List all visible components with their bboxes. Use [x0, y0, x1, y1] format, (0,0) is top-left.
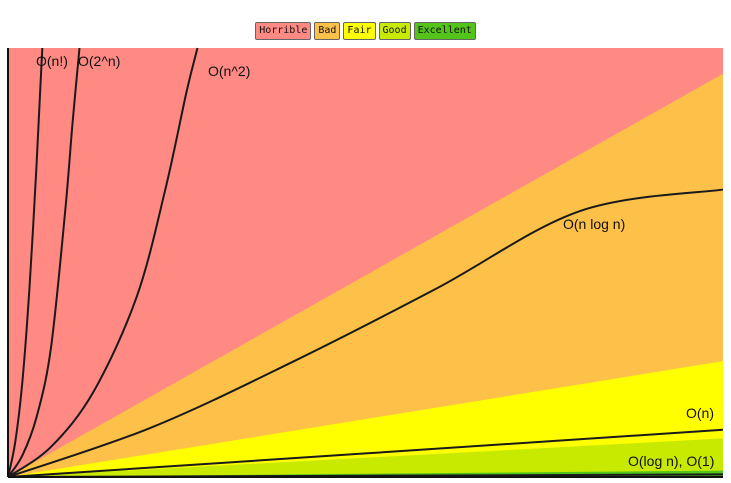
legend-item-fair: Fair	[343, 22, 376, 40]
label-layer: O(log n), O(1) O(n) O(n log n) O(n^2) O(2^n)…	[36, 53, 714, 469]
region-layer	[8, 48, 723, 478]
label-o-n: O(n)	[686, 405, 714, 421]
label-o-n: O(n!)	[36, 53, 68, 69]
curve-o-n-2	[7, 47, 199, 478]
legend-item-bad: Bad	[314, 22, 341, 40]
label-o-n-log-n: O(n log n)	[563, 216, 625, 232]
legend-item-horrible: Horrible	[255, 22, 312, 40]
region-bad	[8, 73, 723, 478]
legend-item-good: Good	[378, 22, 411, 40]
region-good	[8, 438, 723, 477]
label-o-log-n-o-1: O(log n), O(1)	[628, 453, 714, 469]
label-o-2-n: O(2^n)	[78, 53, 120, 69]
label-o-n-2: O(n^2)	[208, 63, 250, 79]
curve-o-n	[7, 428, 724, 478]
curve-o-2-n	[7, 47, 81, 478]
curve-o-n-log-n	[7, 188, 724, 478]
axes-layer	[7, 48, 723, 478]
curve-o-n	[7, 47, 44, 478]
legend-item-excellent: Excellent	[413, 22, 476, 40]
